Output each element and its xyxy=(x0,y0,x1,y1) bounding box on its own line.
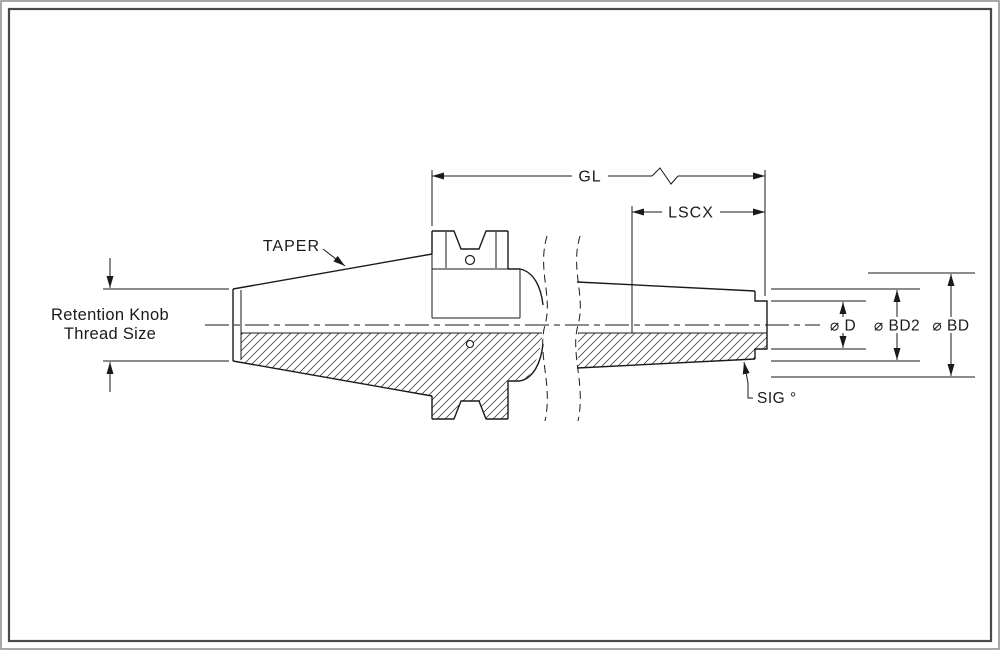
drawing-labels: GL LSCX TAPER Retention Knob Thread Size… xyxy=(51,169,969,408)
pilot-tip xyxy=(754,291,768,359)
break-lines xyxy=(542,235,581,422)
dia-bd-extensions xyxy=(771,272,975,378)
sig-leader xyxy=(742,361,753,399)
flange-drive-hole-upper xyxy=(464,254,476,266)
dia-d-extensions xyxy=(771,300,866,350)
lscx-dimension-label: LSCX xyxy=(668,205,714,222)
section-hatch xyxy=(241,333,767,419)
flange-inner-verticals xyxy=(445,232,497,268)
flange-top-groove xyxy=(432,230,508,250)
gl-dim-break-symbol xyxy=(651,167,679,185)
retention-knob-label-line2: Thread Size xyxy=(64,325,156,343)
flange-bottom-groove xyxy=(432,400,508,420)
frame-inner-border xyxy=(7,7,993,643)
taper-leader xyxy=(322,248,346,267)
dia-bd2-label: ⌀ BD2 xyxy=(874,318,920,335)
reach-top-edge xyxy=(576,281,756,292)
extension-lines xyxy=(103,170,975,378)
dia-bd2-extensions xyxy=(771,288,920,362)
retention-knob-label-line1: Retention Knob xyxy=(51,306,169,324)
taper-bottom-edge xyxy=(232,360,433,397)
hatch-right-region xyxy=(578,333,767,368)
toolholder-outline xyxy=(232,206,768,420)
dimension-lines xyxy=(106,167,955,399)
break-line-left xyxy=(542,235,548,422)
neck-upper-curve xyxy=(519,268,544,306)
sig-angle-label: SIG ° xyxy=(757,390,797,407)
dia-bd-label: ⌀ BD xyxy=(932,318,969,335)
flange-drive-hole-lower xyxy=(465,339,475,349)
reach-bottom-edge xyxy=(576,358,756,369)
dia-d-label: ⌀ D xyxy=(830,318,856,335)
under-flange-body-edges xyxy=(431,254,521,319)
break-line-right xyxy=(575,235,581,422)
taper-top-edge xyxy=(232,253,433,290)
gl-dimension-label: GL xyxy=(578,169,601,186)
hatch-left-region xyxy=(241,333,543,419)
flange-details xyxy=(431,232,521,349)
neck-lower-curve xyxy=(519,343,544,382)
taper-label: TAPER xyxy=(263,238,320,255)
flange-step xyxy=(508,268,520,382)
